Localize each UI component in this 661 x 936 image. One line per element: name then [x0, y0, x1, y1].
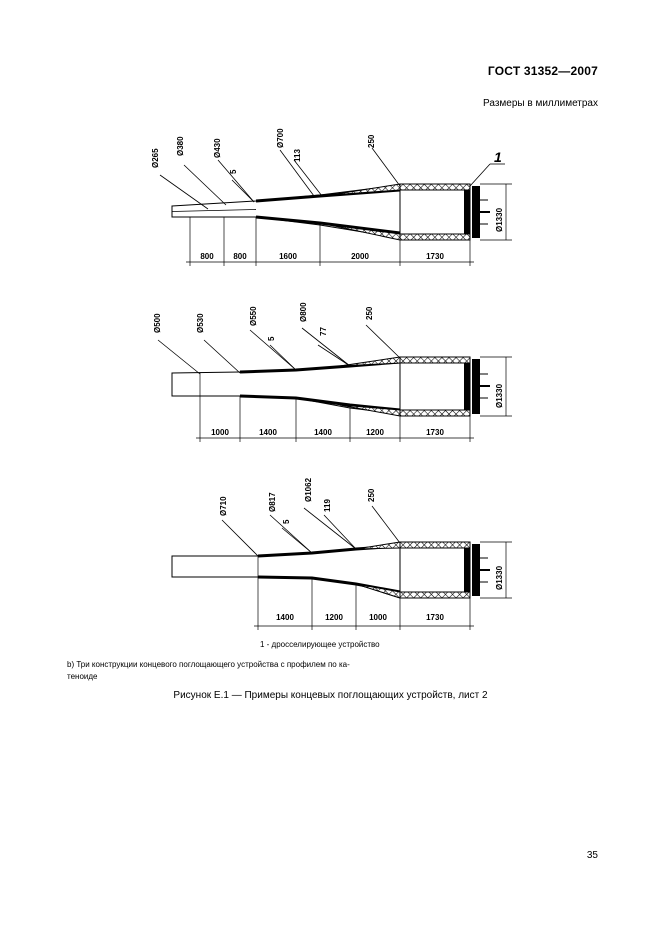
diagram-1: Ø1330 1 Ø265 Ø380 Ø430 5 Ø700 113 250 — [151, 128, 512, 266]
diagram-1-throttle — [472, 186, 490, 238]
callout-number: 1 — [494, 149, 502, 165]
note-line-2: теноиде — [67, 672, 98, 681]
svg-text:1400: 1400 — [276, 613, 294, 622]
legend-text: 1 - дросселирующее устройство — [260, 640, 380, 649]
diagram-3-end-diameter: Ø1330 — [495, 565, 504, 590]
diagram-2-throttle — [472, 359, 490, 414]
svg-text:5: 5 — [267, 336, 276, 341]
diagram-3-labels: Ø710 Ø817 5 Ø1062 119 250 — [219, 477, 376, 524]
diagram-1-end-diameter: Ø1330 — [495, 207, 504, 232]
diagram-1-dimensions: 800 800 1600 2000 1730 — [200, 252, 444, 261]
note-line-1: b) Три конструкции концевого поглощающег… — [67, 660, 350, 669]
figure-caption: Рисунок Е.1 — Примеры концевых поглощающ… — [173, 690, 488, 701]
svg-text:1000: 1000 — [211, 428, 229, 437]
svg-text:1400: 1400 — [259, 428, 277, 437]
svg-text:Ø700: Ø700 — [276, 128, 285, 148]
svg-text:1000: 1000 — [369, 613, 387, 622]
document-header: ГОСТ 31352—2007 — [487, 64, 598, 78]
svg-text:Ø430: Ø430 — [213, 138, 222, 158]
svg-text:Ø265: Ø265 — [151, 148, 160, 168]
svg-text:800: 800 — [233, 252, 247, 261]
diagram-2: Ø1330 Ø500 Ø530 Ø550 5 Ø800 77 250 — [153, 302, 512, 442]
svg-text:Ø500: Ø500 — [153, 313, 162, 333]
diagram-3-throttle — [472, 544, 490, 596]
svg-text:1730: 1730 — [426, 613, 444, 622]
svg-text:1400: 1400 — [314, 428, 332, 437]
svg-text:77: 77 — [319, 327, 328, 336]
svg-text:119: 119 — [323, 499, 332, 512]
diagram-2-pipe — [171, 357, 471, 415]
svg-text:250: 250 — [367, 488, 376, 502]
diagram-2-labels: Ø500 Ø530 Ø550 5 Ø800 77 250 — [153, 302, 374, 341]
units-note: Размеры в миллиметрах — [483, 98, 598, 109]
svg-text:Ø550: Ø550 — [249, 306, 258, 326]
diagram-2-dimensions: 1000 1400 1400 1200 1730 — [211, 428, 444, 437]
svg-text:1730: 1730 — [426, 428, 444, 437]
svg-text:250: 250 — [365, 306, 374, 320]
svg-text:1200: 1200 — [366, 428, 384, 437]
svg-text:Ø530: Ø530 — [196, 313, 205, 333]
svg-text:1200: 1200 — [325, 613, 343, 622]
svg-text:Ø817: Ø817 — [268, 492, 277, 512]
svg-text:250: 250 — [367, 134, 376, 148]
diagram-1-labels: Ø265 Ø380 Ø430 5 Ø700 113 250 — [151, 128, 376, 174]
diagram-3-absorber — [355, 541, 471, 550]
svg-text:1600: 1600 — [279, 252, 297, 261]
svg-text:Ø380: Ø380 — [176, 136, 185, 156]
diagram-3-dimensions: 1400 1200 1000 1730 — [276, 613, 444, 622]
svg-text:800: 800 — [200, 252, 214, 261]
svg-text:Ø710: Ø710 — [219, 496, 228, 516]
svg-text:5: 5 — [282, 519, 291, 524]
svg-text:2000: 2000 — [351, 252, 369, 261]
svg-text:Ø800: Ø800 — [299, 302, 308, 322]
diagram-1-pipe — [171, 184, 471, 239]
svg-text:Ø1062: Ø1062 — [304, 477, 313, 502]
diagram-2-end-diameter: Ø1330 — [495, 383, 504, 408]
svg-text:1730: 1730 — [426, 252, 444, 261]
svg-text:5: 5 — [229, 169, 238, 174]
page-number: 35 — [586, 850, 598, 861]
diagram-3: Ø1330 Ø710 Ø817 5 Ø1062 119 250 1400 — [171, 477, 512, 630]
svg-text:113: 113 — [293, 149, 302, 162]
figure-note: b) Три конструкции концевого поглощающег… — [67, 659, 597, 683]
